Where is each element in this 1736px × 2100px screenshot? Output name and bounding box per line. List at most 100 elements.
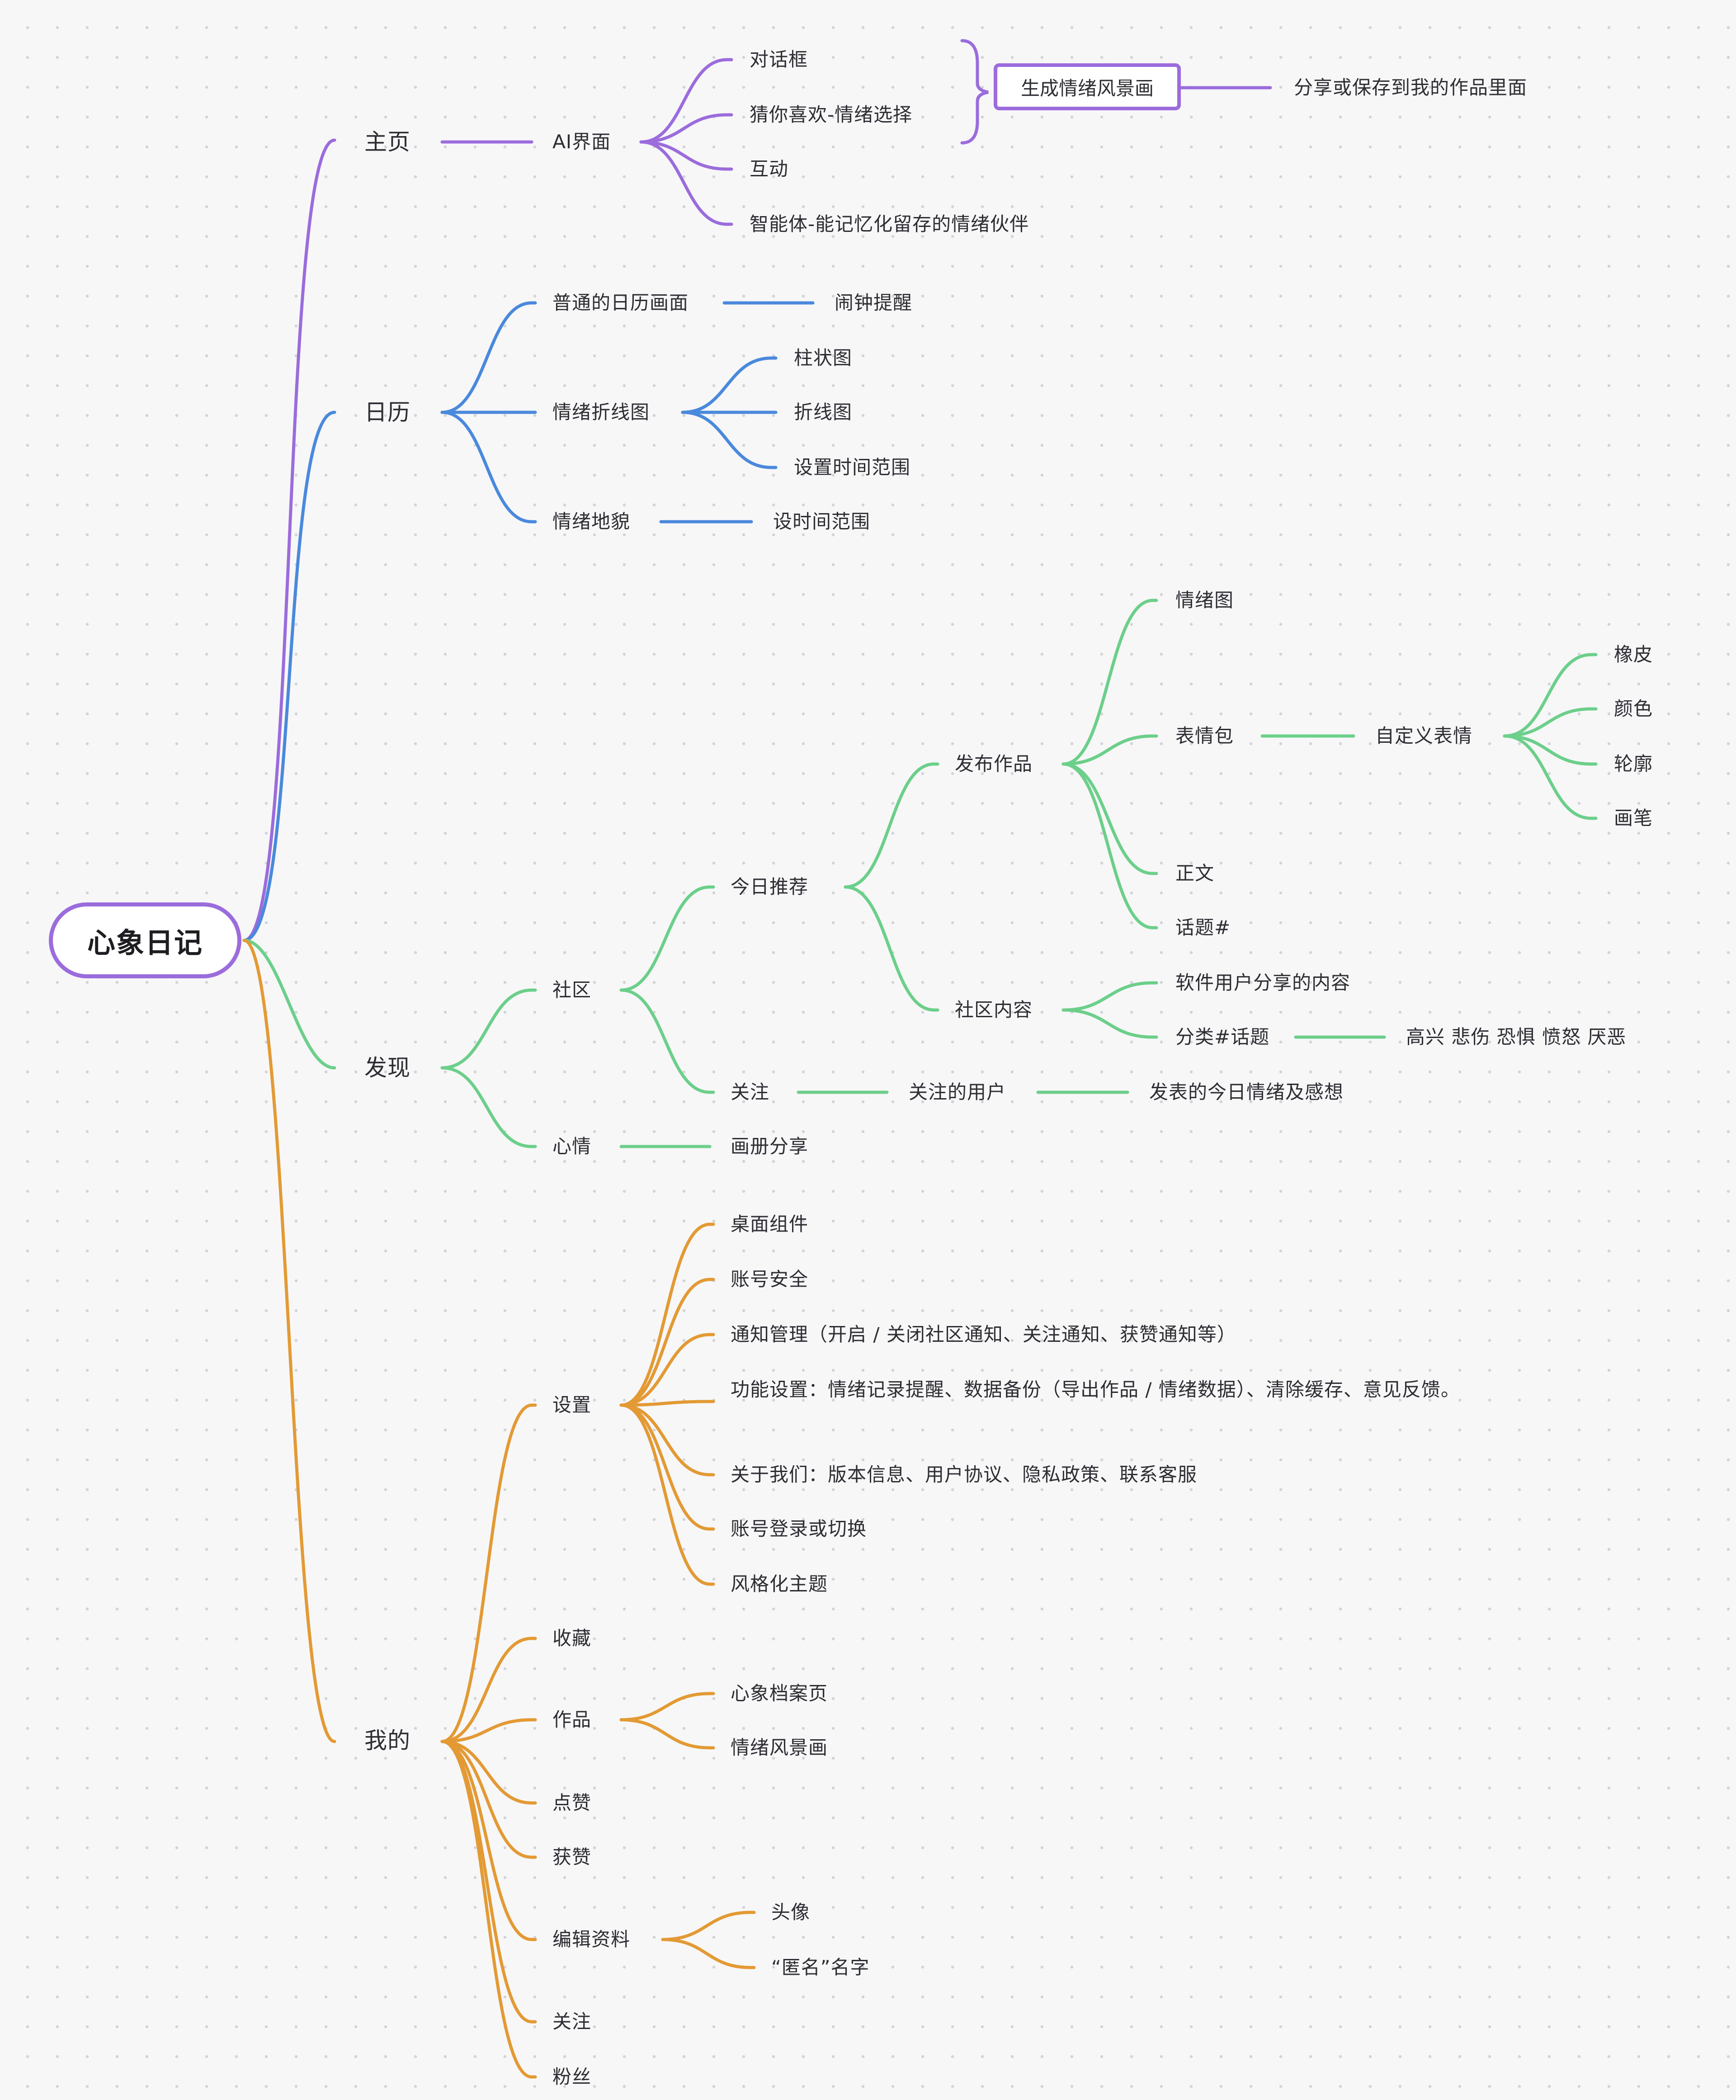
link-mine-items-0	[440, 1403, 537, 1743]
node-agent[interactable]: 智能体-能记忆化留存的情绪伙伴	[750, 213, 1029, 235]
node-notification-manage[interactable]: 通知管理（开启 / 关闭社区通知、关注通知、获赞通知等）	[731, 1323, 1236, 1345]
node-emotion-picture[interactable]: 情绪图	[1175, 589, 1234, 611]
node-likes[interactable]: 点赞	[552, 1792, 592, 1814]
node-eraser[interactable]: 橡皮	[1614, 643, 1653, 665]
link-publish-items-1	[1061, 734, 1158, 766]
node-interaction[interactable]: 互动	[750, 158, 789, 180]
link-calendar-items-2	[440, 411, 537, 524]
node-favorites[interactable]: 收藏	[552, 1627, 592, 1649]
link-brace	[960, 39, 989, 145]
node-line-chart[interactable]: 折线图	[794, 401, 853, 423]
node-avatar[interactable]: 头像	[771, 1901, 811, 1923]
link-profile-items-1	[661, 1938, 756, 1969]
node-color[interactable]: 颜色	[1614, 698, 1653, 720]
node-emotion-list[interactable]: 高兴 悲伤 恐惧 愤怒 厌恶	[1406, 1026, 1627, 1048]
node-mood-landform[interactable]: 情绪地貌	[552, 510, 631, 533]
node-account-security[interactable]: 账号安全	[731, 1268, 809, 1290]
node-publish-work[interactable]: 发布作品	[955, 753, 1033, 775]
node-generate-landscape[interactable]: 生成情绪风景画	[994, 63, 1181, 110]
link-ai-items-3	[639, 140, 733, 226]
link-root-home	[242, 138, 336, 942]
node-share-save[interactable]: 分享或保存到我的作品里面	[1294, 76, 1528, 99]
link-settings-items-0	[619, 1222, 715, 1407]
node-dialog-box[interactable]: 对话框	[750, 48, 808, 71]
node-edit-profile[interactable]: 编辑资料	[552, 1928, 631, 1950]
link-settings-items-5	[619, 1403, 715, 1531]
node-settings[interactable]: 设置	[552, 1394, 592, 1416]
node-followed-users[interactable]: 关注的用户	[909, 1081, 1006, 1103]
node-mood[interactable]: 心情	[552, 1135, 592, 1157]
link-mine-items-6	[440, 1740, 537, 2024]
link-custom-tools-3	[1503, 734, 1598, 820]
node-album-share[interactable]: 画册分享	[731, 1135, 809, 1157]
link-mine-items-5	[440, 1740, 537, 1941]
node-account-switch[interactable]: 账号登录或切换	[731, 1518, 867, 1540]
node-follow[interactable]: 关注	[731, 1081, 770, 1103]
link-works-items-0	[619, 1692, 715, 1722]
branch-discover[interactable]: 发现	[364, 1055, 410, 1081]
link-mine-items-3	[440, 1740, 537, 1805]
link-calendar-items-0	[440, 301, 537, 414]
node-landscape-painting[interactable]: 情绪风景画	[731, 1737, 828, 1759]
node-style-theme[interactable]: 风格化主题	[731, 1573, 828, 1595]
branch-home[interactable]: 主页	[364, 129, 410, 155]
node-archive-page[interactable]: 心象档案页	[731, 1682, 828, 1704]
node-normal-calendar[interactable]: 普通的日历画面	[552, 292, 689, 314]
link-mine-items-4	[440, 1740, 537, 1859]
link-settings-items-2	[619, 1333, 715, 1407]
branch-calendar[interactable]: 日历	[364, 399, 410, 425]
link-chart-items-2	[681, 411, 778, 469]
node-community-content[interactable]: 社区内容	[955, 999, 1033, 1021]
link-ai-items-2	[639, 140, 733, 171]
link-content-items-0	[1061, 981, 1158, 1012]
link-custom-tools-1	[1503, 707, 1598, 738]
node-time-range[interactable]: 设时间范围	[773, 510, 871, 533]
link-root-mine	[242, 939, 336, 1743]
node-outline[interactable]: 轮廓	[1614, 753, 1653, 775]
node-category-topic[interactable]: 分类#话题	[1175, 1026, 1270, 1048]
link-chart-items-0	[681, 356, 778, 414]
node-desktop-widget[interactable]: 桌面组件	[731, 1213, 809, 1235]
branch-mine[interactable]: 我的	[364, 1727, 410, 1754]
link-settings-items-6	[619, 1403, 715, 1586]
link-profile-items-0	[661, 1911, 756, 1941]
node-alarm-reminder[interactable]: 闹钟提醒	[835, 292, 913, 314]
root-node[interactable]: 心象日记	[49, 902, 241, 978]
node-set-time-range[interactable]: 设置时间范围	[794, 456, 911, 478]
node-following[interactable]: 关注	[552, 2010, 592, 2033]
node-ai-interface[interactable]: AI界面	[552, 131, 611, 153]
link-settings-items-1	[619, 1278, 715, 1407]
link-community-items-0	[619, 885, 715, 992]
link-works-items-1	[619, 1718, 715, 1750]
node-bar-chart[interactable]: 柱状图	[794, 347, 853, 369]
link-ai-items-0	[639, 58, 733, 144]
node-function-settings[interactable]: 功能设置：情绪记录提醒、数据备份（导出作品 / 情绪数据）、清除缓存、意见反馈。	[731, 1378, 1460, 1401]
link-settings-items-3	[619, 1400, 715, 1407]
node-guess-you-like[interactable]: 猜你喜欢-情绪选择	[750, 104, 913, 126]
node-topic-tag[interactable]: 话题#	[1175, 916, 1231, 939]
node-anonymous-name[interactable]: “匿名”名字	[771, 1956, 870, 1978]
link-mine-items-7	[440, 1740, 537, 2079]
link-today-items-1	[844, 885, 939, 1012]
link-custom-tools-0	[1503, 653, 1598, 738]
node-brush[interactable]: 画笔	[1614, 807, 1653, 829]
link-publish-items-2	[1061, 762, 1158, 875]
node-mood-line-chart[interactable]: 情绪折线图	[552, 401, 650, 423]
node-user-share[interactable]: 软件用户分享的内容	[1175, 972, 1351, 994]
node-works[interactable]: 作品	[552, 1708, 592, 1731]
node-sticker[interactable]: 表情包	[1175, 725, 1234, 747]
node-liked[interactable]: 获赞	[552, 1846, 592, 1868]
node-daily-posts[interactable]: 发表的今日情绪及感想	[1149, 1081, 1344, 1103]
link-discover-items-0	[440, 988, 537, 1070]
node-custom-emoji[interactable]: 自定义表情	[1375, 725, 1473, 747]
node-about-us[interactable]: 关于我们：版本信息、用户协议、隐私政策、联系客服	[731, 1463, 1198, 1486]
node-today-recommend[interactable]: 今日推荐	[731, 876, 809, 898]
node-body-text[interactable]: 正文	[1175, 862, 1215, 884]
node-community[interactable]: 社区	[552, 979, 592, 1001]
node-fans[interactable]: 粉丝	[552, 2066, 592, 2088]
link-mine-items-2	[440, 1718, 537, 1743]
link-content-items-1	[1061, 1008, 1158, 1039]
link-mine-items-1	[440, 1637, 537, 1743]
